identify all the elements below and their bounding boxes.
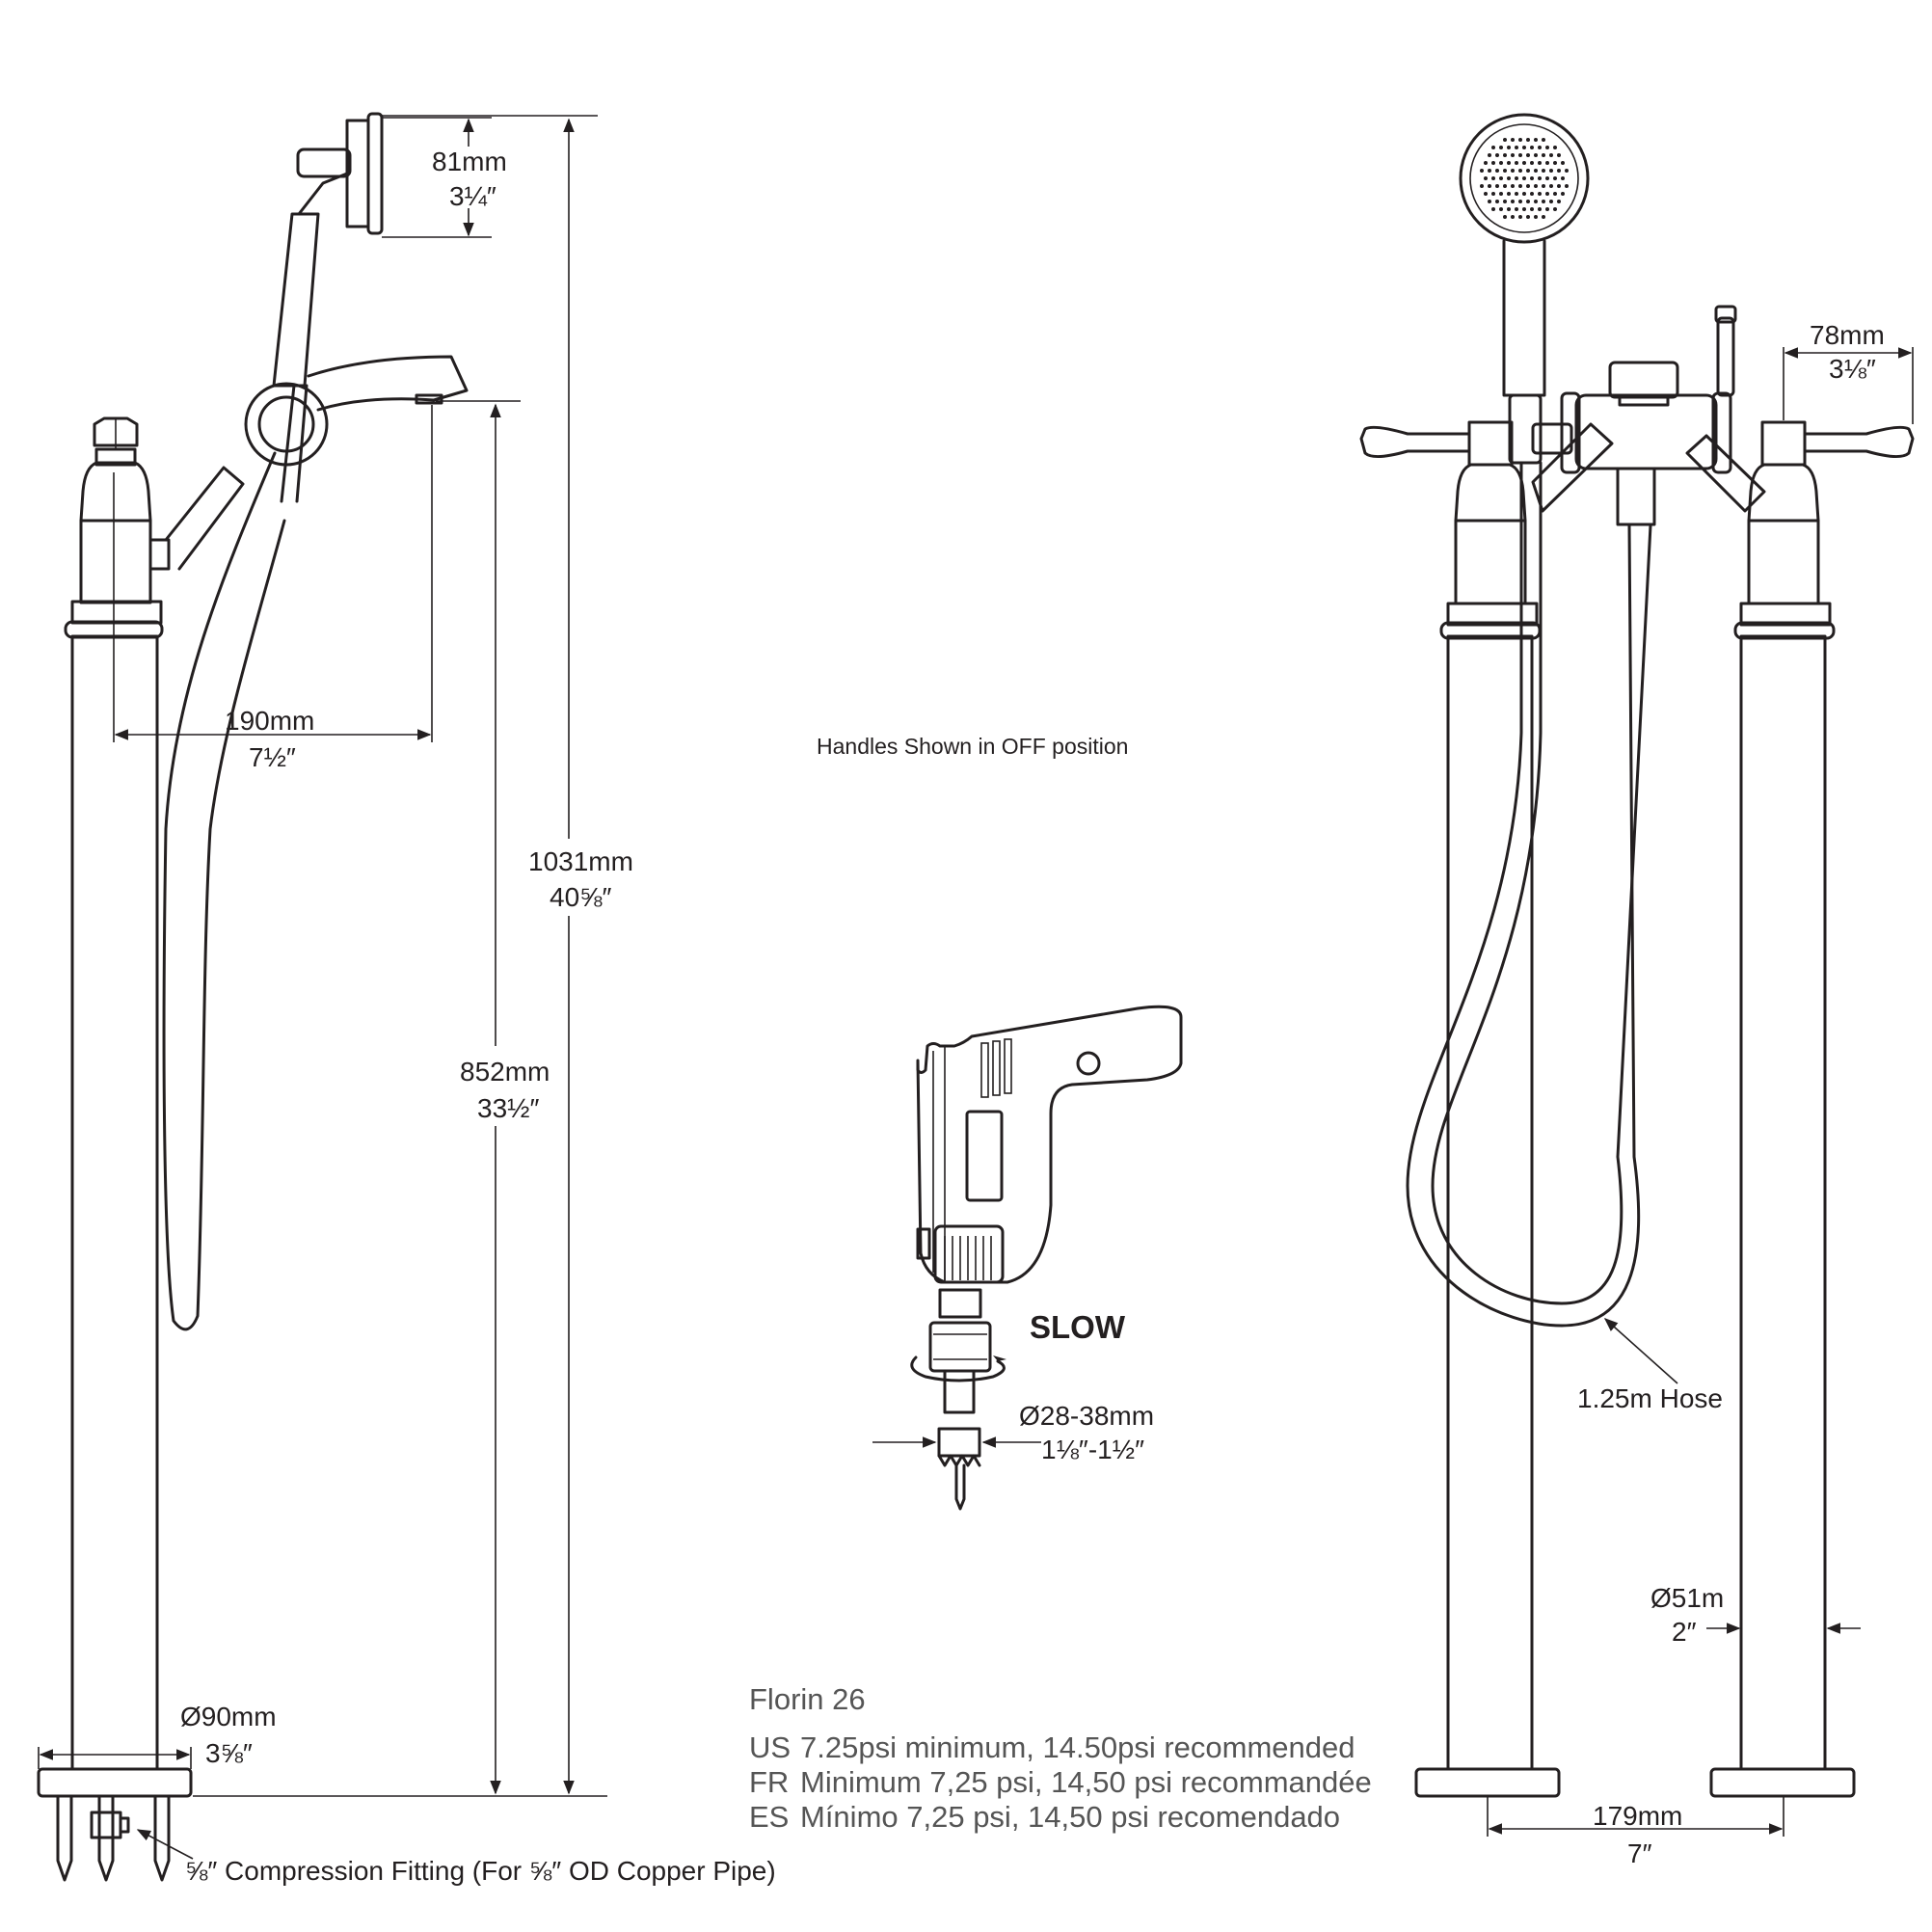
side-leg-3 [153,1794,171,1882]
side-valve-body [79,519,152,604]
side-collar-ring [70,600,163,625]
handle-width-imperial: 3⅛″ [1829,354,1876,384]
front-right-lever [1803,425,1915,458]
drill-bit-shank [943,1369,976,1414]
side-hose [162,451,286,1331]
spout-height-imperial: 33½″ [477,1093,539,1123]
side-base-plate [37,1767,193,1798]
front-right-bridge-arm [1685,434,1766,513]
drill-collar [938,1288,982,1319]
drill-vent-3 [1004,1038,1012,1094]
side-handset-handle [272,212,320,388]
front-left-valve-body [1454,519,1527,605]
front-right-base [1709,1767,1856,1798]
drill-illustration [910,1005,1183,1511]
handle-width-metric: 78mm [1810,320,1885,350]
drill-handle-hole [1076,1051,1101,1076]
drill-hole-saw [937,1427,981,1458]
front-hose-outlet [1616,467,1656,526]
front-right-handle-hub [1760,420,1807,467]
hose-label: 1.25m Hose [1577,1383,1723,1413]
head-height-metric: 81mm [432,147,507,176]
compression-fitting-label: ⅝″ Compression Fitting (For ⅝″ OD Copper… [185,1856,776,1886]
spec-text: Mínimo 7,25 psi, 14,50 psi recomendado [800,1800,1340,1834]
front-left-column [1446,634,1534,1771]
front-hose-outer [1406,461,1641,1328]
pipe-diameter-metric: Ø51m [1650,1583,1724,1613]
overall-height-metric: 1031mm [528,846,633,876]
side-compression-fitting [90,1811,122,1839]
front-left-handle-hub [1467,420,1514,467]
front-right-valve-body [1747,519,1820,605]
drill-window [965,1110,1004,1202]
front-dimension-lines [1487,347,1914,1837]
side-leg-1 [56,1794,73,1882]
shower-spray-holes [1480,138,1569,219]
drill-body [916,1005,1183,1284]
front-diverter-knob [1716,316,1735,397]
reach-metric: 190mm [225,706,314,736]
overall-height-imperial: 40⅝″ [550,882,611,912]
side-valve-knob [93,416,139,447]
drill-speed-label: SLOW [1030,1309,1126,1345]
side-column [70,634,159,1771]
side-arm [164,466,245,571]
front-left-base [1414,1767,1561,1798]
side-arm-joint [148,538,171,571]
side-valve-bonnet [79,461,152,523]
side-swivel-elbow [297,172,349,216]
centers-imperial: 7″ [1627,1838,1652,1868]
model-name: Florin 26 [749,1682,866,1716]
spec-text: 7.25psi minimum, 14.50psi recommended [800,1731,1355,1764]
spec-code: US [749,1731,791,1764]
base-diameter-imperial: 3⅝″ [205,1738,253,1768]
drill-vent-2 [992,1040,1001,1096]
spout-height-metric: 852mm [460,1057,550,1087]
handles-note: Handles Shown in OFF position [817,734,1128,759]
drill-vent-1 [980,1042,989,1098]
side-dimension-lines [38,115,607,1860]
front-view-faucet [1359,113,1915,1798]
drill-chuck [928,1321,992,1373]
side-view-faucet [37,112,469,1882]
drill-rotation-arrow [910,1355,1006,1382]
drill-grip [933,1224,1005,1284]
front-right-collar-beads [1733,621,1836,640]
side-leg-2 [97,1794,115,1882]
side-spout-aerator [415,393,443,405]
base-diameter-metric: Ø90mm [180,1702,277,1731]
centers-metric: 179mm [1593,1801,1682,1831]
side-head-face [366,112,384,235]
pressure-spec-table: US 7.25psi minimum, 14.50psi recommended… [749,1731,1372,1834]
front-spout-block [1608,361,1679,399]
front-handset-handle [1502,239,1546,397]
pipe-diameter-imperial: 2″ [1672,1617,1697,1647]
hole-size-metric: Ø28-38mm [1019,1401,1154,1431]
side-handset-neck [280,384,309,503]
spec-code: FR [749,1765,789,1799]
hole-size-imperial: 1⅛″-1½″ [1041,1435,1144,1464]
spec-code: ES [749,1800,789,1834]
front-shower-head [1459,113,1590,244]
drill-pilot-bit [954,1463,966,1511]
drill-switch [916,1227,931,1260]
side-swivel-knob [296,148,352,178]
front-handset-holder [1508,393,1543,465]
front-left-bonnet [1454,463,1527,523]
front-left-lever [1359,425,1471,458]
front-hose-inner [1431,461,1652,1305]
reach-imperial: 7½″ [249,742,296,772]
front-right-bonnet [1747,463,1820,523]
head-height-imperial: 3¼″ [449,181,496,211]
side-spout [307,355,469,412]
spec-text: Minimum 7,25 psi, 14,50 psi recommandée [800,1765,1372,1799]
front-right-column [1739,634,1827,1771]
